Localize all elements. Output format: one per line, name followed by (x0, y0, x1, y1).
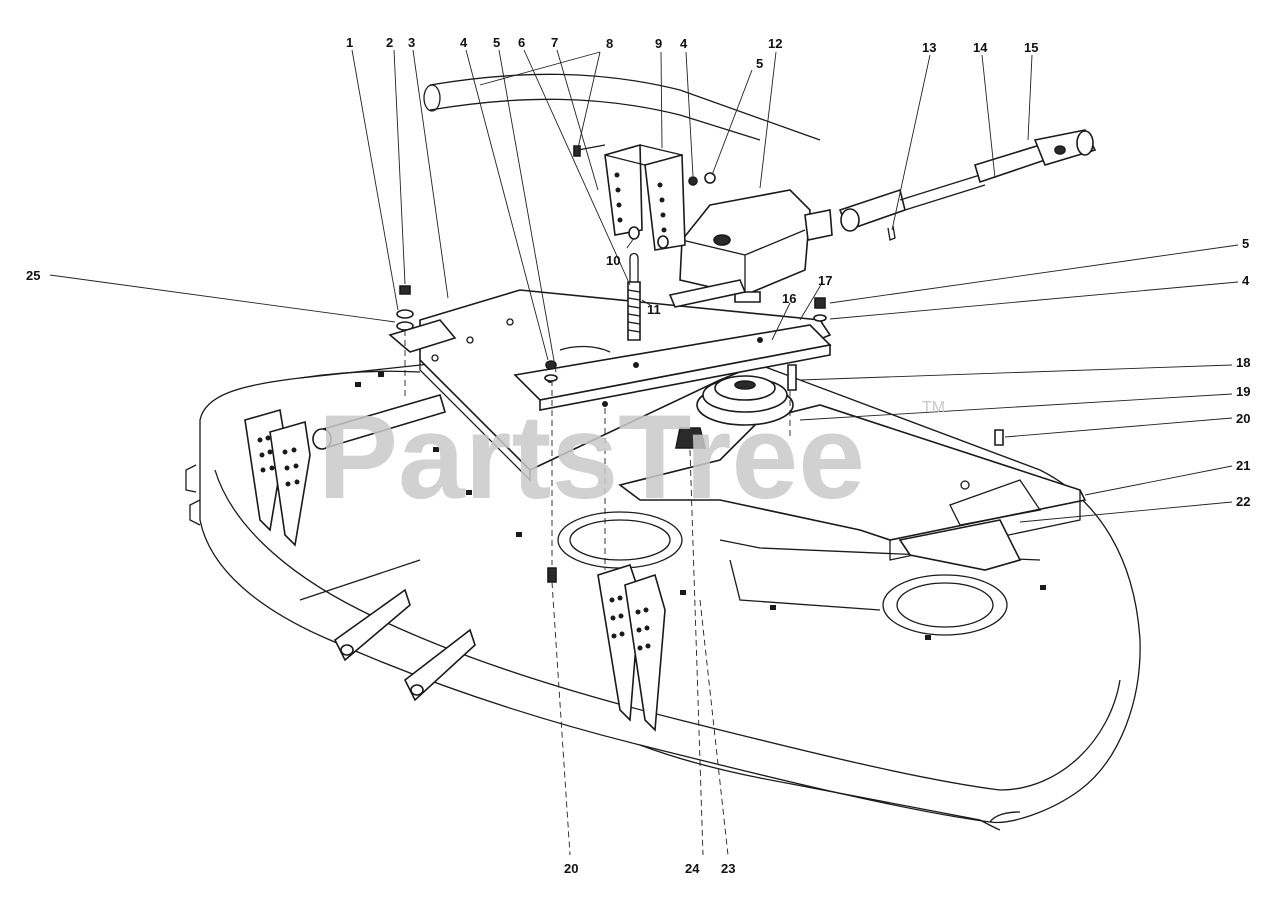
tension-spring (627, 252, 641, 341)
callout-4: 4 (680, 36, 688, 51)
lift-arm-tube (423, 73, 821, 141)
callout-25: 25 (26, 268, 40, 283)
callout-14: 14 (973, 40, 988, 55)
callout-18: 18 (1236, 355, 1250, 370)
rear-hitch-plates (597, 564, 666, 732)
callout-9: 9 (655, 36, 662, 51)
callout-24: 24 (685, 861, 700, 876)
callout-5: 5 (756, 56, 763, 71)
watermark-text: PartsTree (318, 390, 865, 524)
spindle-pulley (696, 375, 794, 426)
callout-15: 15 (1024, 40, 1038, 55)
callout-16: 16 (782, 291, 796, 306)
callout-13: 13 (922, 40, 936, 55)
watermark-trademark: TM (922, 399, 945, 416)
hardware-fasteners (388, 144, 1004, 583)
drive-shaft-assembly (838, 129, 1097, 241)
callout-5: 5 (493, 35, 500, 50)
callout-11: 11 (647, 302, 661, 317)
callout-3: 3 (408, 35, 415, 50)
callout-4: 4 (460, 35, 468, 50)
watermark: PartsTree TM (318, 390, 945, 524)
callout-8: 8 (606, 36, 613, 51)
belt-guard-plate (618, 404, 1087, 571)
leader-lines (49, 49, 1239, 856)
callout-12: 12 (768, 36, 782, 51)
callout-1: 1 (346, 35, 353, 50)
callout-19: 19 (1236, 384, 1250, 399)
front-link-brackets (299, 559, 476, 702)
callout-20: 20 (564, 861, 578, 876)
callout-22: 22 (1236, 494, 1250, 509)
callout-5: 5 (1242, 236, 1249, 251)
front-hitch-plates (244, 394, 446, 547)
callout-4: 4 (1242, 273, 1250, 288)
callout-21: 21 (1236, 458, 1250, 473)
gearbox-mounting-bracket (604, 143, 686, 251)
callout-2: 2 (386, 35, 393, 50)
callout-6: 6 (518, 35, 525, 50)
callout-10: 10 (606, 253, 620, 268)
cross-channel (513, 324, 832, 411)
callout-23: 23 (721, 861, 735, 876)
callout-7: 7 (551, 35, 558, 50)
callout-17: 17 (818, 273, 832, 288)
callout-20: 20 (1236, 411, 1250, 426)
gear-box (668, 189, 833, 308)
part-callouts: 1 2 3 4 5 6 7 8 9 4 5 12 13 14 15 25 10 … (26, 35, 1250, 876)
